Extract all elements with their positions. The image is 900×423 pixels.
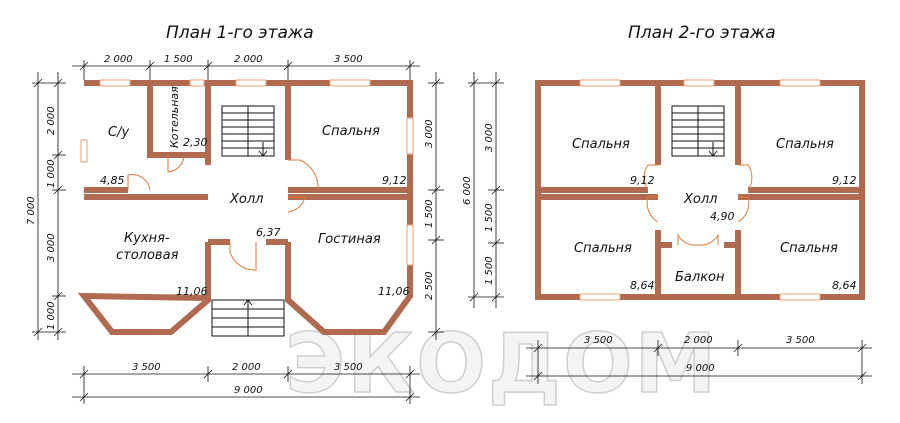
plan2-dim-bottom-2: 2 000 (684, 335, 713, 346)
plan2-staircase (671, 105, 725, 157)
room-bedroom-bl-label: Спальня (574, 241, 632, 256)
plan1-door-living (287, 196, 306, 213)
plan2-dim-left-1: 3 000 (484, 123, 495, 152)
plan1-dim-right-3: 2 500 (424, 271, 435, 300)
plan1-window (235, 79, 267, 87)
area-bedroom-tr: 9,12 (832, 174, 857, 187)
plan2-window (683, 79, 715, 87)
plan1-dim-bottom-2: 2 000 (232, 362, 261, 373)
plan1-dim-bottom-1: 3 500 (132, 362, 161, 373)
area-hall: 6,37 (256, 226, 281, 239)
plan1-dim-bottom (72, 366, 420, 404)
room-balcony-label: Балкон (675, 270, 725, 285)
area-wc: 4,85 (100, 174, 125, 187)
room-boiler-label: Котельная (168, 86, 181, 148)
plan1-dim-top (72, 60, 420, 80)
plan-second-floor: План 2-го этажа Спальня 9,12 Спальня 9,1… (462, 23, 872, 384)
plan1-dim-bottom-3: 3 500 (334, 362, 363, 373)
area-living: 11,06 (378, 285, 410, 298)
room-wc-label: С/у (108, 125, 129, 140)
plan1-dim-left-2: 1 000 (46, 159, 57, 188)
plan1-door-entrance (229, 242, 257, 271)
plan1-door-bedroom (288, 159, 319, 191)
plan1-door-wc (127, 174, 151, 191)
plan2-door (643, 164, 658, 191)
room-kitchen-label-1: Кухня- (124, 231, 170, 246)
plan1-dim-right (428, 72, 444, 340)
plan1-dim-left-1: 2 000 (46, 106, 57, 135)
area-bedroom-bl: 8,64 (630, 279, 655, 292)
room-bedroom-br-label: Спальня (780, 241, 838, 256)
plan2-title: План 2-го этажа (628, 23, 776, 43)
plan2-dim-bottom-3: 3 500 (786, 335, 815, 346)
plan2-dim-left-2: 1 500 (484, 203, 495, 232)
room-bedroom-tr-label: Спальня (776, 137, 834, 152)
plan1-dim-total: 9 000 (234, 385, 263, 396)
room-kitchen-label-2: столовая (116, 248, 179, 263)
plan1-window (189, 79, 205, 87)
area-hall2: 4,90 (710, 210, 735, 223)
plan1-window (406, 224, 414, 266)
plan1-dim-right-2: 1 500 (424, 199, 435, 228)
plan1-dim-top-3: 2 000 (234, 54, 263, 65)
plan2-dim-bottom (526, 340, 872, 384)
room-bedroom-tl-label: Спальня (572, 137, 630, 152)
plan1-dim-top-1: 2 000 (104, 54, 133, 65)
plan2-dim-total: 9 000 (686, 363, 715, 374)
plan1-window (329, 79, 371, 87)
plan1-window (406, 117, 414, 155)
plan1-dim-left (32, 72, 66, 340)
plan2-window (779, 293, 821, 301)
plan1-title: План 1-го этажа (166, 23, 314, 43)
plan2-dim-left-3: 1 500 (484, 256, 495, 285)
area-boiler: 2,30 (183, 136, 208, 149)
plan2-door (738, 164, 753, 191)
plan2-door (737, 196, 750, 223)
room-living-label: Гостиная (318, 232, 381, 247)
plan2-dim-left (468, 72, 504, 308)
room-bedroom-label: Спальня (322, 124, 380, 139)
plan2-door (646, 196, 659, 223)
area-kitchen: 11,06 (176, 285, 208, 298)
plan1-entrance-stairs (211, 299, 285, 337)
plan1-door-boiler (167, 155, 185, 173)
area-bedroom-br: 8,64 (832, 279, 857, 292)
plan2-window (579, 79, 621, 87)
plan1-dim-top-2: 1 500 (164, 54, 193, 65)
plan1-dim-left-total: 7 000 (26, 196, 37, 225)
plan2-window (579, 293, 621, 301)
room-hall-label: Холл (229, 192, 263, 207)
plan-first-floor: План 1-го этажа С/у 4,85 Котельная 2,30 … (26, 23, 444, 404)
plan2-door-balcony (677, 233, 719, 246)
plan1-window (80, 139, 88, 163)
plan1-dim-left-4: 1 000 (46, 301, 57, 330)
plan2-dim-left-total: 6 000 (462, 176, 473, 205)
plan2-window (779, 79, 821, 87)
plan1-window (99, 79, 131, 87)
plan2-dim-bottom-1: 3 500 (584, 335, 613, 346)
plan1-staircase (221, 105, 275, 157)
plan1-dim-top-4: 3 500 (334, 54, 363, 65)
plan1-dim-left-3: 3 000 (46, 233, 57, 262)
area-bedroom-tl: 9,12 (630, 174, 655, 187)
plan1-dim-right-1: 3 000 (424, 119, 435, 148)
area-bedroom: 9,12 (382, 174, 407, 187)
room-hall2-label: Холл (683, 192, 717, 207)
